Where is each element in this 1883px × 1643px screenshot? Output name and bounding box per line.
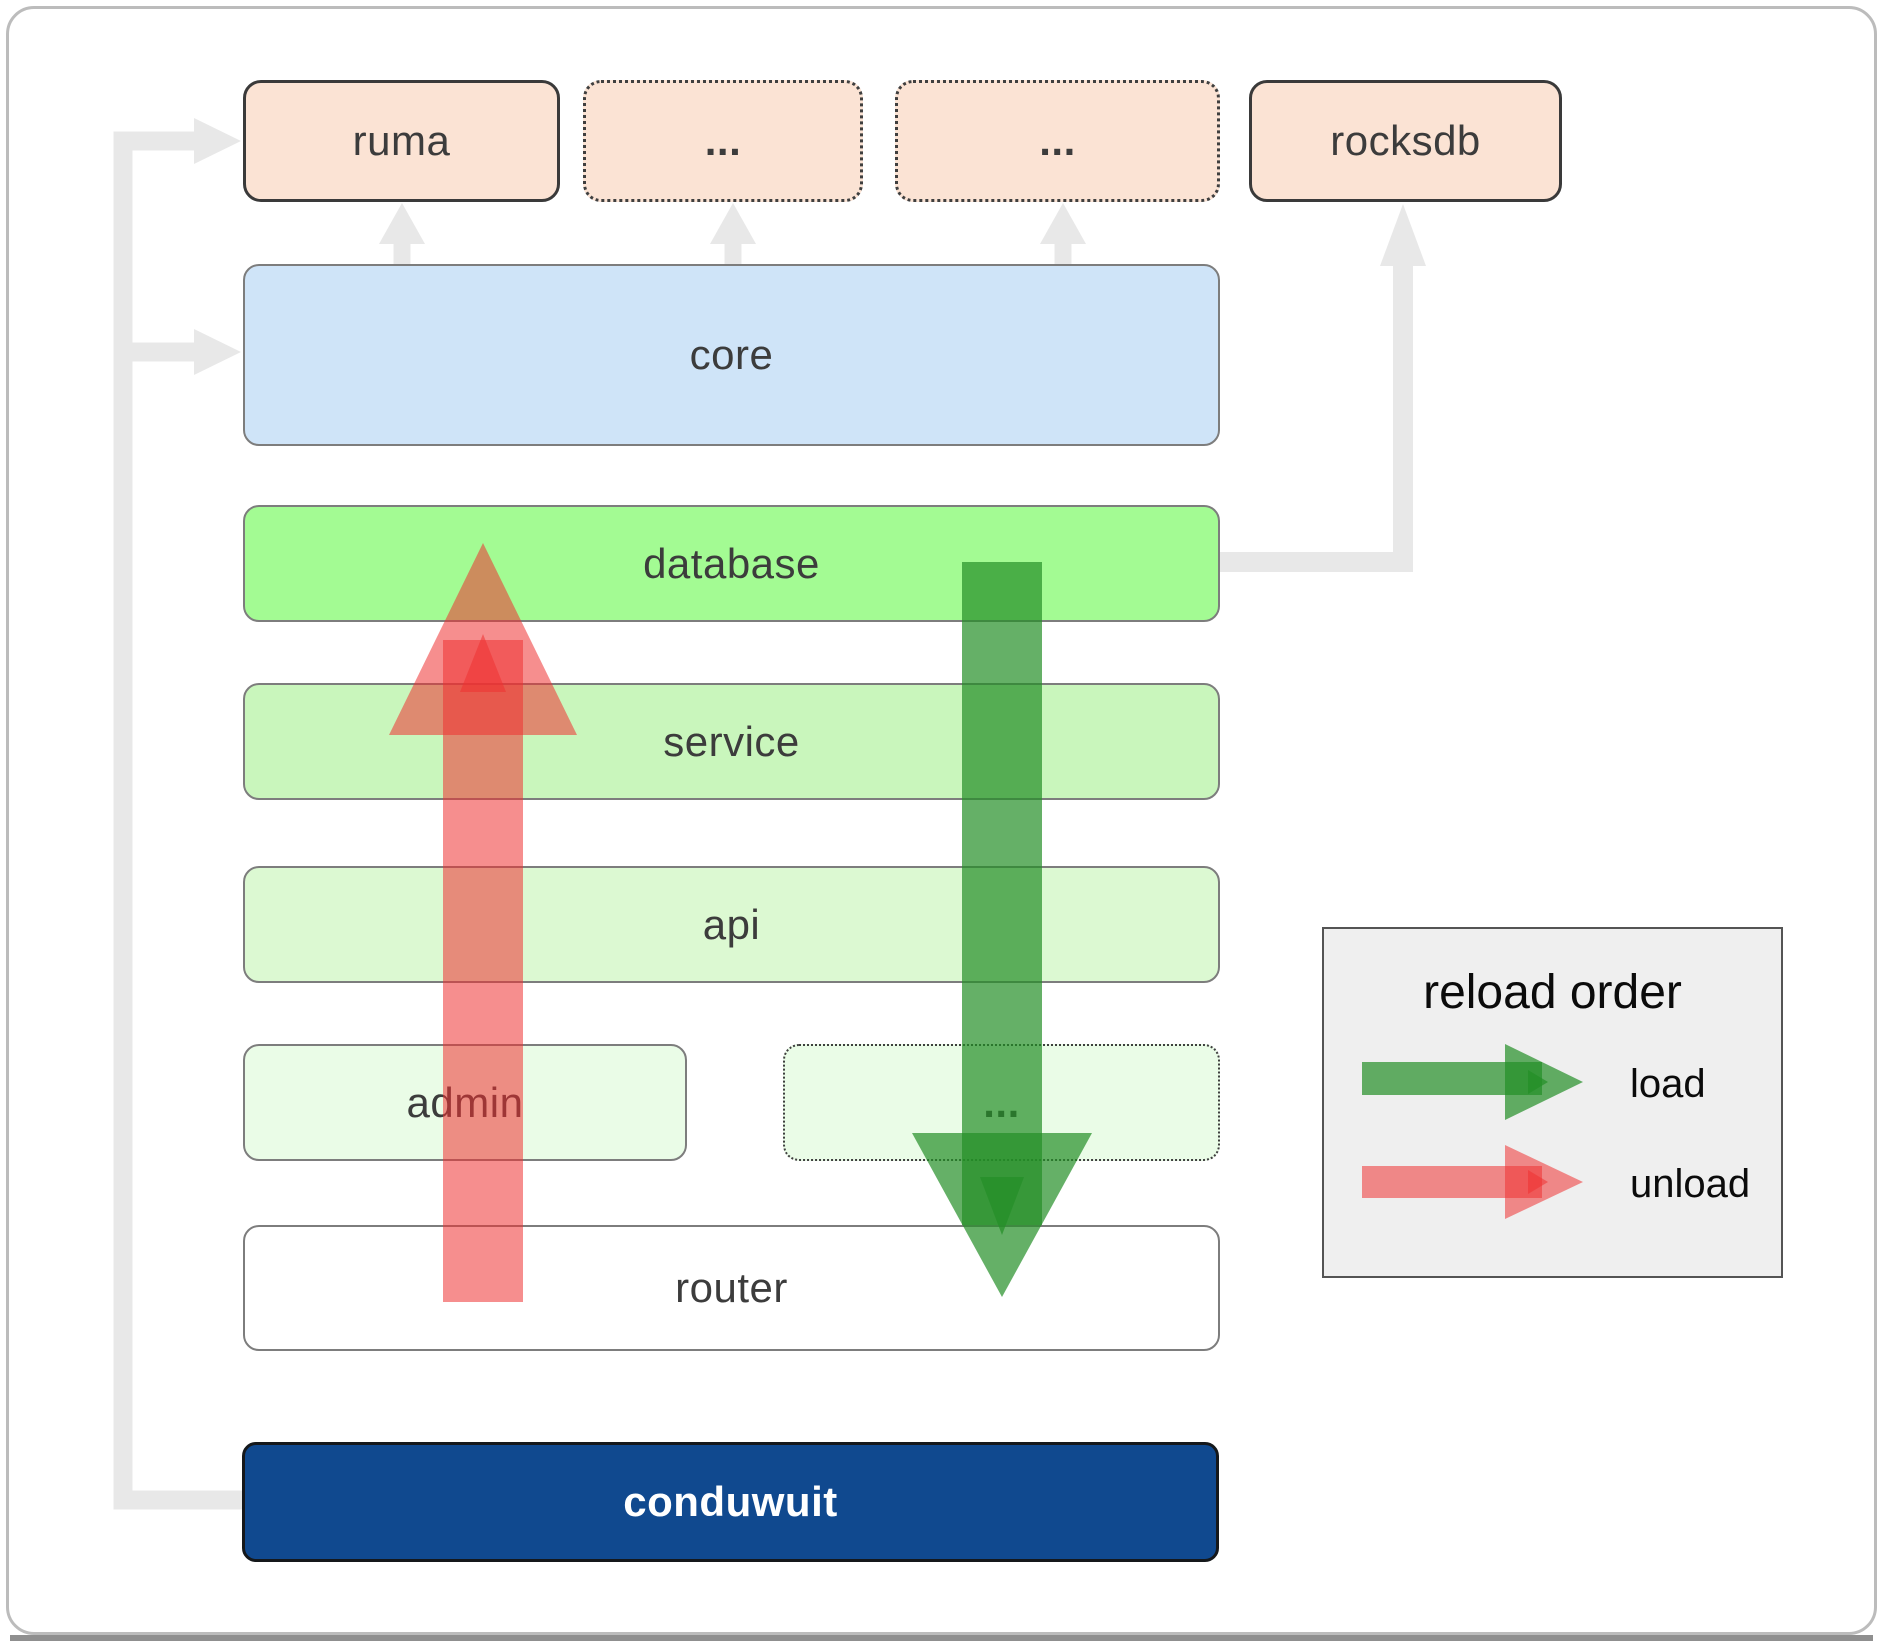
node-api-label: api	[702, 900, 761, 948]
node-ellipsis-2-label: ...	[1039, 117, 1076, 164]
arrowhead-into-core	[194, 329, 241, 375]
diagram-frame-bottom	[10, 1635, 1873, 1641]
node-core-label: core	[689, 331, 774, 378]
node-rocksdb: rocksdb	[1249, 80, 1562, 202]
edge-conduwuit-rail	[113, 131, 242, 1510]
node-database-label: database	[643, 539, 820, 587]
node-ellipsis-3: ...	[783, 1044, 1220, 1161]
node-database: database	[243, 505, 1220, 622]
arrowhead-core-ellipsis2	[1040, 203, 1086, 244]
edge-database-rocksdb	[1220, 264, 1413, 572]
legend-label-unload: unload	[1630, 1162, 1751, 1206]
node-router-label: router	[675, 1264, 788, 1311]
node-ruma-label: ruma	[352, 117, 451, 164]
node-ellipsis-2: ...	[895, 80, 1220, 202]
arrowhead-into-rocksdb	[1380, 204, 1426, 266]
node-conduwuit: conduwuit	[242, 1442, 1219, 1562]
node-admin-label: admin	[406, 1078, 524, 1126]
node-service: service	[243, 683, 1220, 800]
arrowhead-core-ellipsis1	[710, 203, 756, 244]
node-core: core	[243, 264, 1220, 446]
legend-reload-order: reload order load unload	[1322, 927, 1783, 1278]
arrowhead-into-ruma	[194, 118, 241, 164]
node-service-label: service	[663, 717, 800, 765]
diagram-frame	[6, 6, 1877, 1635]
node-ellipsis-3-label: ...	[983, 1078, 1020, 1126]
node-conduwuit-label: conduwuit	[623, 1478, 838, 1525]
node-admin: admin	[243, 1044, 687, 1161]
legend-label-load: load	[1630, 1062, 1706, 1106]
node-ellipsis-1-label: ...	[704, 117, 742, 164]
node-ruma: ruma	[243, 80, 560, 202]
node-router: router	[243, 1225, 1220, 1351]
node-rocksdb-label: rocksdb	[1330, 117, 1481, 164]
arrowhead-core-ruma	[379, 203, 425, 244]
legend-title: reload order	[1423, 966, 1682, 1019]
node-api: api	[243, 866, 1220, 983]
node-ellipsis-1: ...	[583, 80, 863, 202]
